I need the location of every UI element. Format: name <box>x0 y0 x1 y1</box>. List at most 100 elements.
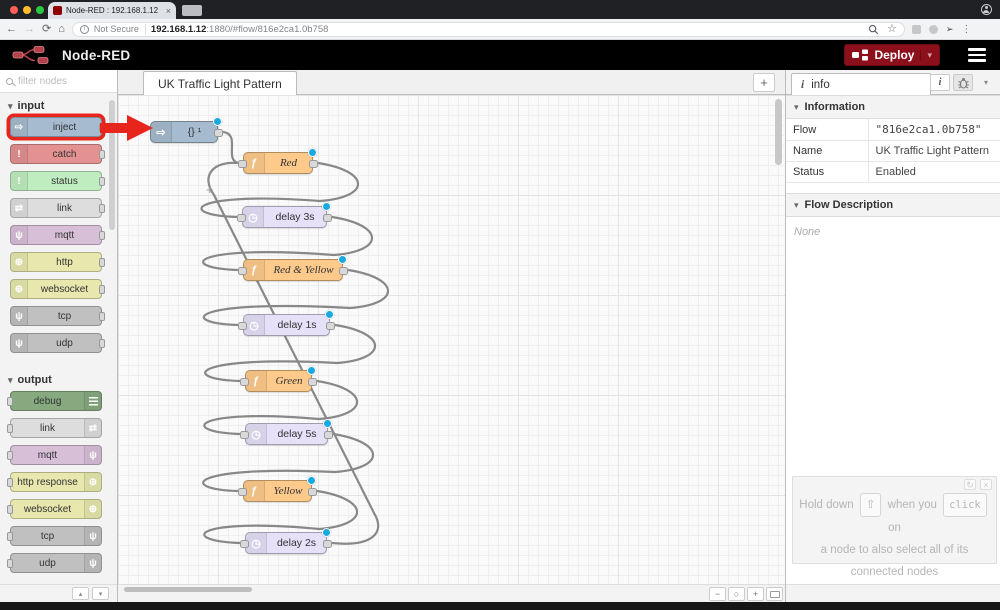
extension-icon[interactable] <box>928 24 938 34</box>
forward-icon[interactable]: → <box>24 22 35 35</box>
cursor-extension-icon[interactable]: ➢ <box>945 23 954 34</box>
output-port[interactable] <box>324 431 333 439</box>
palette-node-status[interactable]: !status <box>10 171 105 191</box>
flow-node-delay3s[interactable]: ◷delay 3s <box>237 202 332 228</box>
canvas-footer: − ○ + <box>118 584 785 602</box>
mac-minimize-button[interactable] <box>23 6 31 14</box>
browser-tab[interactable]: Node-RED : 192.168.1.12 × <box>48 2 176 19</box>
palette-section-output[interactable]: ▾output <box>0 371 117 391</box>
flow-description-section-header[interactable]: ▾ Flow Description <box>786 193 1000 217</box>
add-flow-button[interactable]: + <box>753 73 775 92</box>
output-port[interactable] <box>214 129 223 137</box>
palette-node-inject[interactable]: ⇨inject <box>10 117 105 137</box>
flow-node-delay2s[interactable]: ◷delay 2s <box>240 528 332 554</box>
palette-expand-icon[interactable]: ▾ <box>92 587 109 600</box>
output-port[interactable] <box>308 378 317 386</box>
flow-node-delay5s[interactable]: ◷delay 5s <box>240 419 333 445</box>
sidebar-debug-button[interactable] <box>953 74 973 91</box>
palette-node-label: link <box>39 422 55 434</box>
palette-node-http[interactable]: ⊕http <box>10 252 105 272</box>
tab-close-icon[interactable]: × <box>165 5 171 16</box>
deploy-button[interactable]: Deploy ▾ <box>844 44 940 66</box>
inject-arrow-icon: ⇨ <box>151 122 172 142</box>
sidebar-info-button[interactable]: i <box>930 74 950 91</box>
output-port[interactable] <box>326 322 335 330</box>
mac-zoom-button[interactable] <box>36 6 44 14</box>
zoom-search-icon[interactable] <box>868 24 879 35</box>
flow-tab-uk-traffic-light[interactable]: UK Traffic Light Pattern <box>143 71 297 95</box>
tip-close-icon[interactable]: × <box>980 479 992 490</box>
globe-icon: ⊕ <box>11 253 28 271</box>
navigator-button[interactable] <box>766 587 783 601</box>
flow-node-delay1s[interactable]: ◷delay 1s <box>238 310 335 336</box>
input-port[interactable] <box>238 160 247 168</box>
home-icon[interactable]: ⌂ <box>58 22 65 35</box>
refresh-icon[interactable]: ⟳ <box>42 22 52 35</box>
extension-icon[interactable] <box>911 24 921 34</box>
node-port <box>7 559 13 568</box>
palette-node-catch[interactable]: !catch <box>10 144 105 164</box>
changed-badge <box>308 148 317 157</box>
tip-refresh-icon[interactable]: ↻ <box>964 479 976 490</box>
palette-node-link[interactable]: ⇄link <box>10 198 105 218</box>
page-info-icon[interactable]: i <box>79 24 89 34</box>
input-port[interactable] <box>240 378 249 386</box>
mac-close-button[interactable] <box>10 6 18 14</box>
palette-node-http-response[interactable]: http response⊕ <box>7 472 102 492</box>
input-port[interactable] <box>238 488 247 496</box>
changed-badge <box>307 366 316 375</box>
palette-node-link[interactable]: link⇄ <box>7 418 102 438</box>
sidebar-menu-caret-icon[interactable]: ▾ <box>983 78 988 87</box>
palette-scrollbar[interactable] <box>109 100 115 230</box>
bookmark-star-icon[interactable]: ☆ <box>887 22 897 35</box>
palette-section-input[interactable]: ▾input <box>0 97 117 117</box>
back-icon[interactable]: ← <box>6 22 17 35</box>
chrome-menu-icon[interactable]: ⋮ <box>961 23 972 35</box>
app-title: Node-RED <box>62 47 131 63</box>
information-section-header[interactable]: ▾ Information <box>786 95 1000 119</box>
output-port[interactable] <box>323 214 332 222</box>
palette-filter[interactable]: filter nodes <box>0 70 117 93</box>
profile-icon[interactable] <box>981 4 992 15</box>
input-port[interactable] <box>238 322 247 330</box>
wire-inject-to-red[interactable] <box>222 130 239 165</box>
zoom-out-button[interactable]: − <box>709 587 726 601</box>
new-tab-button[interactable] <box>182 5 202 16</box>
deploy-caret-icon[interactable]: ▾ <box>920 49 932 61</box>
palette-collapse-icon[interactable]: ▴ <box>72 587 89 600</box>
palette-node-websocket[interactable]: ⊕websocket <box>10 279 105 299</box>
sidebar-header: i info i ▾ <box>786 70 1000 96</box>
canvas-vertical-scrollbar[interactable] <box>775 99 782 165</box>
zoom-in-button[interactable]: + <box>747 587 764 601</box>
node-port <box>7 532 13 541</box>
zoom-reset-button[interactable]: ○ <box>728 587 745 601</box>
input-port[interactable] <box>237 214 246 222</box>
canvas-horizontal-scrollbar[interactable] <box>124 587 252 592</box>
main-menu-icon[interactable] <box>968 48 986 62</box>
flow-node-inject[interactable]: ⇨{} ¹ <box>150 117 223 143</box>
tab-info[interactable]: i info <box>791 73 931 96</box>
address-bar[interactable]: i Not Secure 192.168.1.12:1880/#flow/816… <box>71 21 905 37</box>
input-port[interactable] <box>240 540 249 548</box>
output-port[interactable] <box>323 540 332 548</box>
input-port[interactable] <box>240 431 249 439</box>
output-port[interactable] <box>308 488 317 496</box>
input-port[interactable] <box>238 267 247 275</box>
output-port[interactable] <box>339 267 348 275</box>
palette-node-websocket[interactable]: websocket⊕ <box>7 499 102 519</box>
palette-node-debug[interactable]: debug <box>7 391 102 411</box>
output-port[interactable] <box>309 160 318 168</box>
